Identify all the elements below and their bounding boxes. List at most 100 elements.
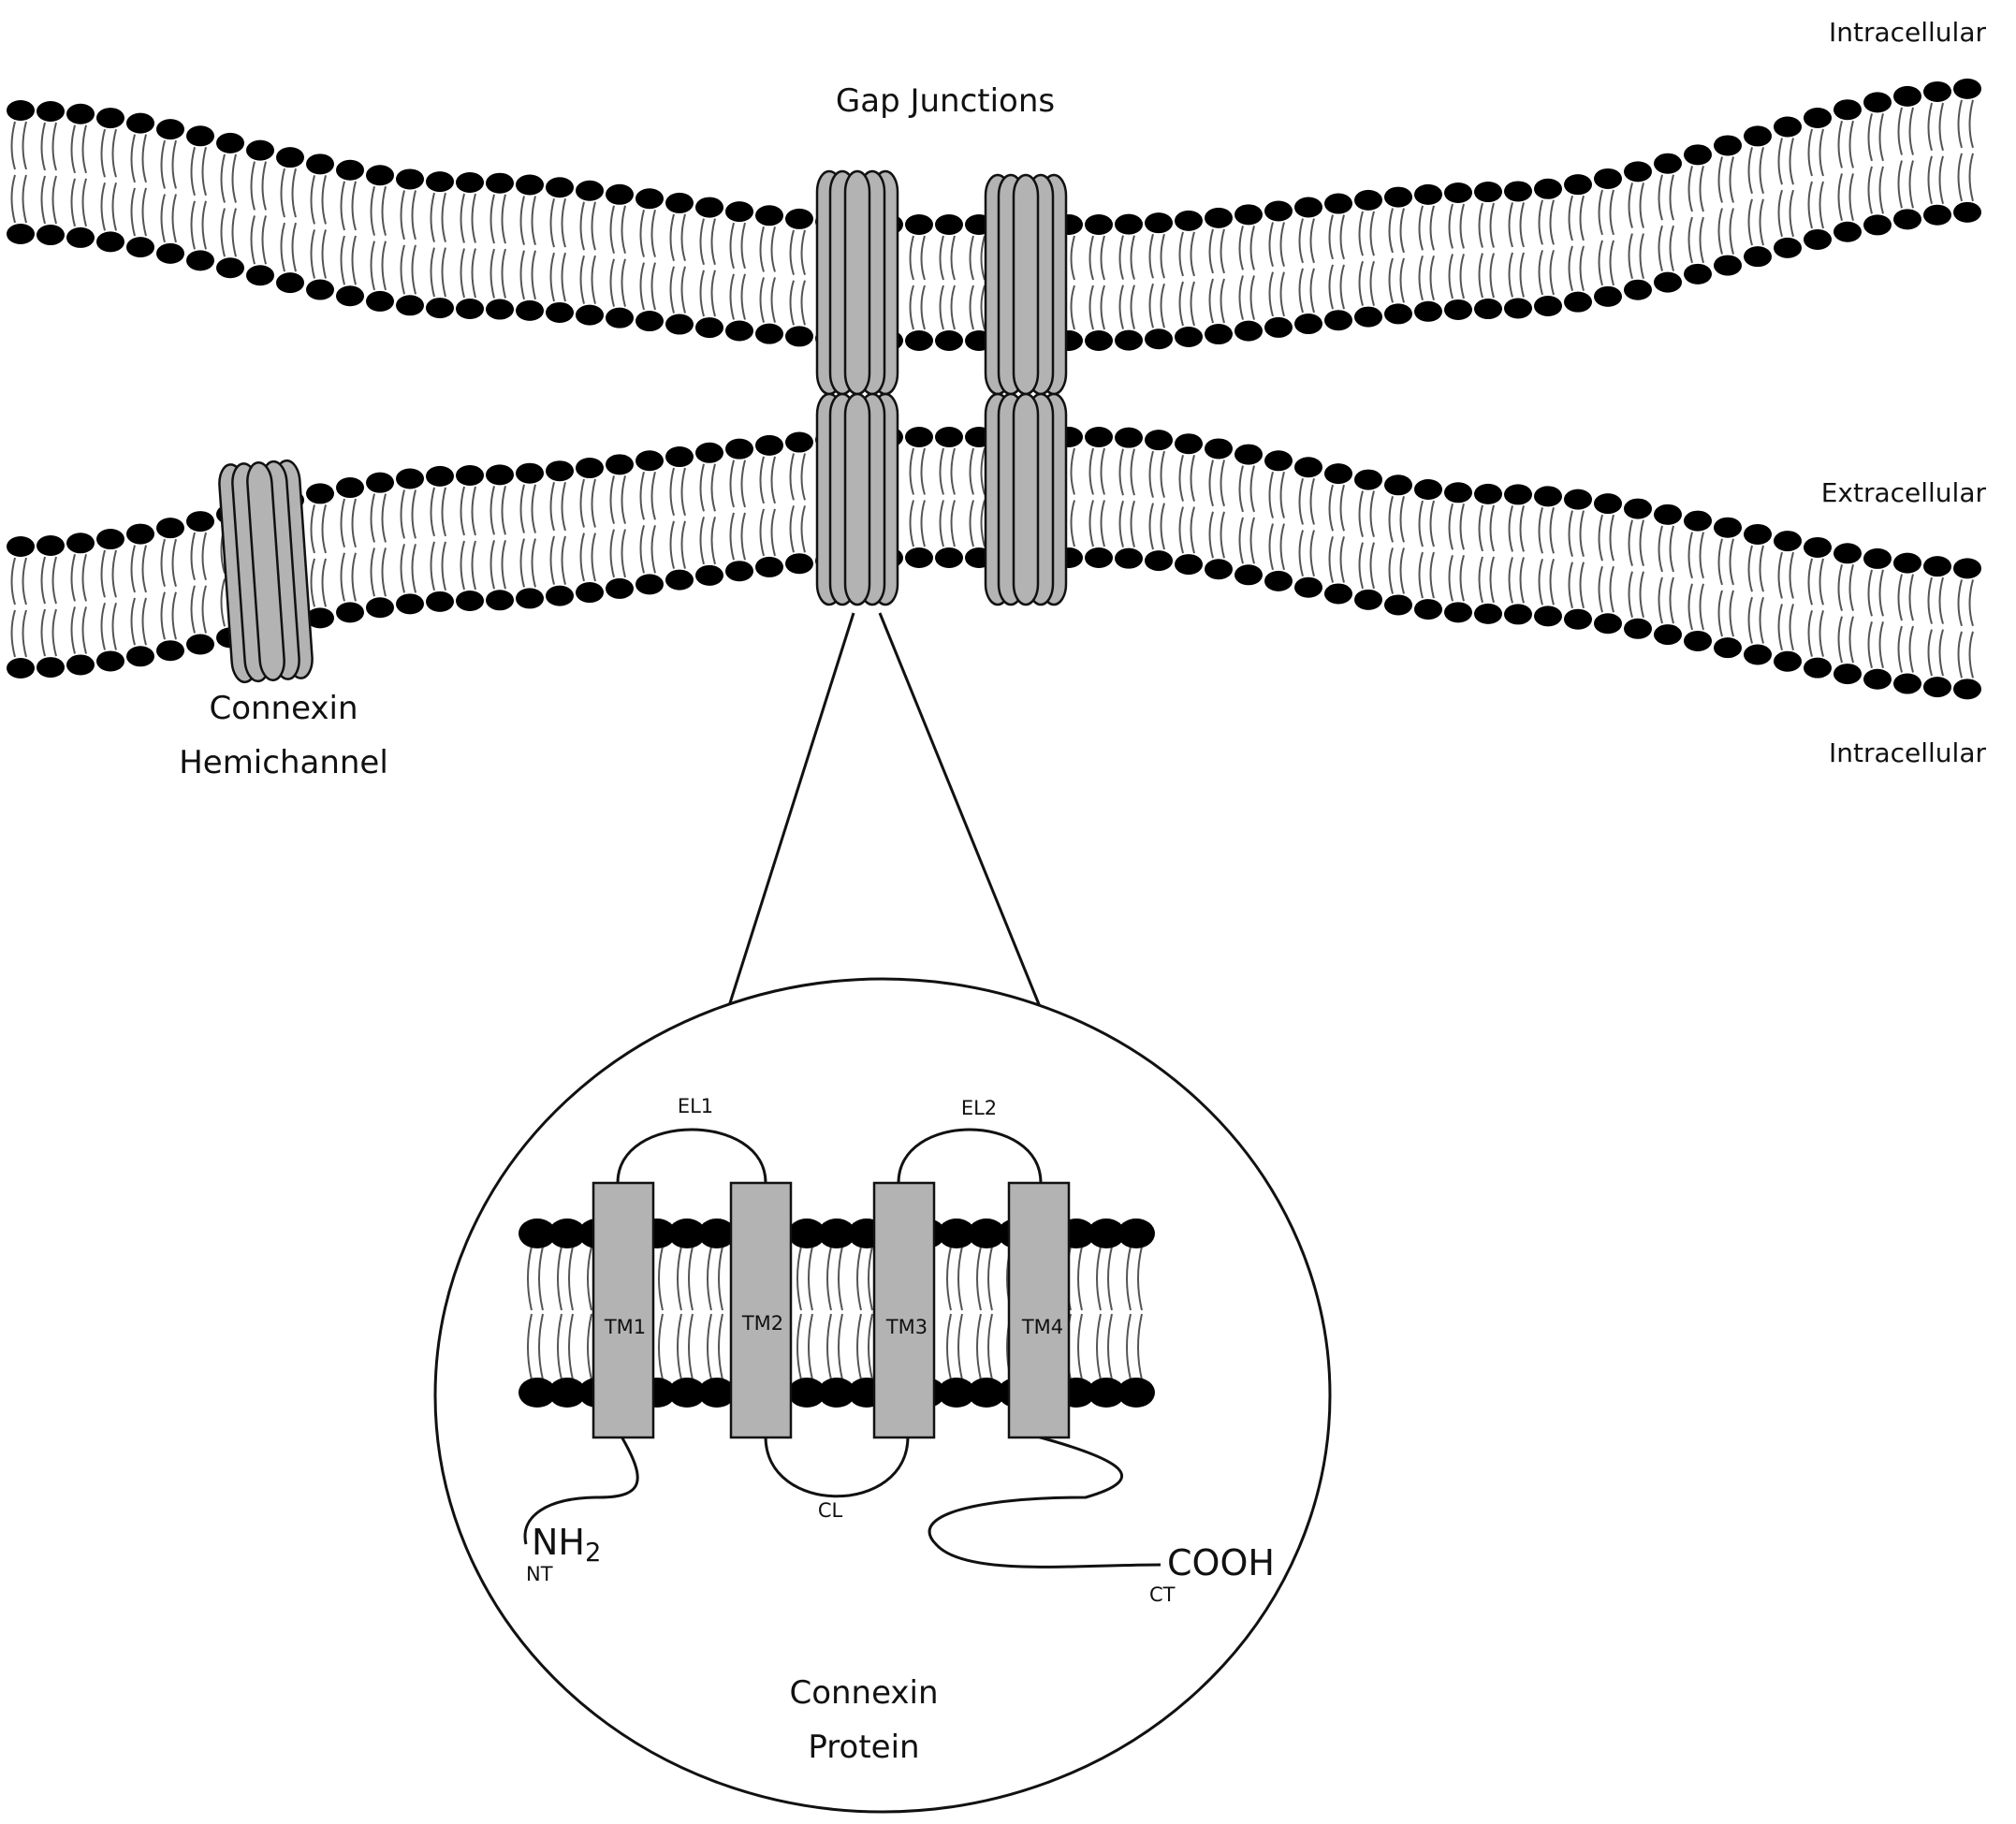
lower-membrane-head [546, 585, 574, 606]
tm1-segment [592, 1181, 655, 1439]
tm-segments [592, 1181, 1071, 1439]
upper-membrane-head [1294, 197, 1322, 218]
lower-membrane-head [306, 483, 334, 504]
inset-head [1118, 1378, 1155, 1408]
gap-junction-1-upper [815, 169, 899, 396]
inset-head [788, 1218, 825, 1248]
lower-membrane-head [7, 658, 35, 679]
connexin-hemichannel-subunit [246, 461, 285, 681]
upper-membrane-head [546, 301, 574, 323]
upper-membrane-head [1893, 85, 1921, 107]
lower-membrane-head [1774, 531, 1802, 552]
upper-membrane-head [1594, 285, 1622, 307]
lower-membrane-head [1564, 608, 1592, 630]
upper-membrane-head [725, 201, 753, 223]
lower-membrane-head [1354, 469, 1382, 490]
lower-membrane-head [1744, 523, 1772, 545]
upper-membrane-head [1145, 212, 1173, 234]
protein-line1: Connexin [789, 1674, 939, 1712]
tm3-segment [872, 1181, 936, 1439]
lower-membrane-head [935, 427, 963, 447]
upper-membrane-head [186, 125, 214, 147]
cl-label: CL [817, 1499, 843, 1522]
lower-membrane-head [456, 590, 484, 611]
upper-membrane-head [66, 103, 95, 124]
upper-membrane-head [1085, 330, 1113, 351]
upper-membrane-head [1444, 182, 1472, 203]
upper-membrane-head [785, 326, 813, 347]
lower-membrane-head [1294, 576, 1322, 598]
lower-membrane-head [935, 547, 963, 568]
upper-membrane-head [1294, 314, 1322, 335]
lower-membrane-head [1833, 664, 1862, 685]
lower-membrane-head [665, 446, 694, 468]
upper-membrane-head [1234, 320, 1263, 342]
inset-head [519, 1378, 556, 1408]
lower-membrane-head [1923, 556, 1951, 577]
inset-head [1088, 1378, 1125, 1408]
inset-head [698, 1378, 736, 1408]
lower-membrane-head [156, 518, 184, 539]
upper-membrane-head [665, 314, 694, 335]
el2-loop [897, 1128, 1043, 1184]
lower-membrane-head [1863, 668, 1892, 690]
upper-membrane-head [276, 272, 304, 294]
inset-head [668, 1378, 706, 1408]
lower-membrane-head [725, 561, 753, 582]
cl-loop [764, 1436, 910, 1498]
upper-membrane-head [725, 320, 753, 342]
nh2-label: NH2 [532, 1522, 601, 1568]
inset-head [788, 1378, 825, 1408]
upper-membrane-head [426, 298, 454, 319]
protein-backbone [523, 1128, 1161, 1569]
lower-membrane-head [905, 427, 933, 447]
lower-membrane-head [96, 529, 124, 550]
upper-membrane-head [755, 205, 783, 226]
upper-membrane-head [37, 100, 65, 122]
c-terminus [928, 1435, 1161, 1569]
lower-membrane-head [1384, 594, 1412, 616]
zoom-line-left [726, 612, 855, 1010]
upper-membrane-head [456, 172, 484, 194]
lower-membrane-head [396, 468, 424, 489]
intracellular-top-label: Intracellular [1828, 17, 1986, 48]
gap-junction-2-upper-subunit [1012, 173, 1040, 396]
lower-membrane-head [1923, 677, 1951, 698]
lower-membrane-head [1205, 438, 1233, 460]
gap-junction-1-lower-subunit [843, 392, 871, 606]
upper-membrane-head [306, 153, 334, 175]
lower-membrane-head [576, 582, 604, 604]
upper-membrane-head [156, 119, 184, 140]
inset-head [1118, 1218, 1155, 1248]
upper-membrane-head [606, 307, 634, 328]
tm2-segment [729, 1181, 793, 1439]
lower-membrane-head [1714, 637, 1742, 659]
gap-junction-2-lower [984, 392, 1068, 606]
upper-membrane-head [336, 285, 364, 307]
lower-membrane-head [905, 547, 933, 568]
upper-membrane-head [905, 330, 933, 351]
upper-membrane-head [1175, 210, 1203, 231]
connexin-hemichannel [218, 459, 314, 684]
lower-membrane-head [1684, 510, 1712, 532]
gap-junction-2-upper [984, 173, 1068, 396]
upper-membrane-head [1264, 316, 1293, 338]
lower-membrane-head [785, 431, 813, 453]
upper-membrane-head [276, 147, 304, 168]
inset-head [668, 1218, 706, 1248]
upper-membrane-head [1923, 80, 1951, 102]
lower-membrane-head [1145, 430, 1173, 451]
upper-membrane-head [1863, 92, 1892, 113]
upper-membrane-head [1893, 209, 1921, 230]
channels [218, 169, 1068, 684]
upper-membrane-head [1205, 207, 1233, 228]
lower-membrane-head [1863, 547, 1892, 569]
upper-membrane-head [1774, 237, 1802, 258]
upper-membrane-head [1624, 279, 1652, 300]
upper-membrane-head [1444, 299, 1472, 320]
n-terminus [523, 1436, 639, 1545]
inset-head [548, 1218, 586, 1248]
lower-membrane-head [1264, 570, 1293, 591]
connexin-hemichannel-label: Connexin Hemichannel [179, 681, 388, 790]
